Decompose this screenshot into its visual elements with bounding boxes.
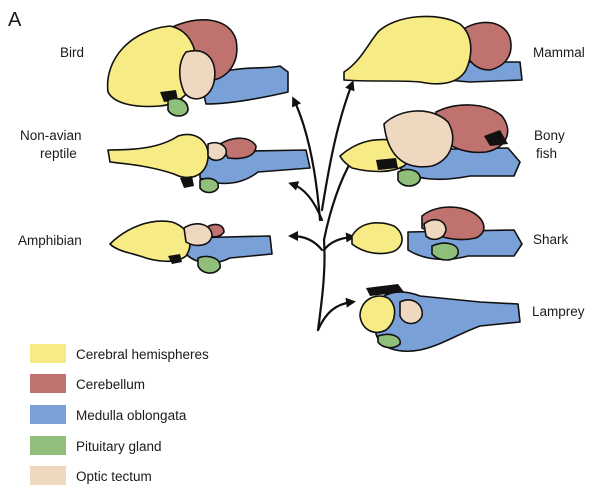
- legend-swatch-cerebellum: [30, 374, 66, 393]
- non-avian-reptile-brain: [108, 134, 310, 192]
- label-lamprey: Lamprey: [532, 304, 585, 319]
- label-bird: Bird: [60, 45, 84, 60]
- mammal-brain: [344, 16, 522, 83]
- legend-label-pituitary-gland: Pituitary gland: [76, 439, 162, 454]
- label-amphibian: Amphibian: [18, 233, 82, 248]
- legend-label-optic-tectum: Optic tectum: [76, 469, 152, 484]
- label-non-avian-reptile-1: Non-avian: [20, 128, 82, 143]
- bird-brain: [108, 20, 288, 116]
- legend-label-cerebellum: Cerebellum: [76, 377, 145, 392]
- branch-to-lamprey: [318, 302, 352, 330]
- label-bony-fish-1: Bony: [534, 128, 565, 143]
- legend-label-medulla-oblongata: Medulla oblongata: [76, 408, 187, 423]
- label-mammal: Mammal: [533, 45, 585, 60]
- branch-to-shark: [324, 237, 352, 250]
- branch-to-amphibian: [292, 236, 322, 250]
- branch-trunk: [318, 240, 325, 330]
- legend-label-cerebral-hemispheres: Cerebral hemispheres: [76, 347, 209, 362]
- phylogeny-tree: [292, 84, 352, 330]
- shark-brain: [352, 207, 522, 260]
- label-bony-fish-2: fish: [536, 146, 557, 161]
- legend: Cerebral hemispheres Cerebellum Medulla …: [30, 344, 209, 485]
- bony-fish-brain: [340, 105, 520, 186]
- amphibian-brain: [110, 221, 272, 273]
- lamprey-brain: [360, 284, 520, 351]
- label-non-avian-reptile-2: reptile: [40, 146, 77, 161]
- legend-swatch-optic-tectum: [30, 466, 66, 485]
- panel-label: A: [8, 9, 22, 31]
- legend-swatch-pituitary-gland: [30, 436, 66, 455]
- label-shark: Shark: [533, 232, 569, 247]
- legend-swatch-medulla-oblongata: [30, 405, 66, 424]
- legend-swatch-cerebral-hemispheres: [30, 344, 66, 363]
